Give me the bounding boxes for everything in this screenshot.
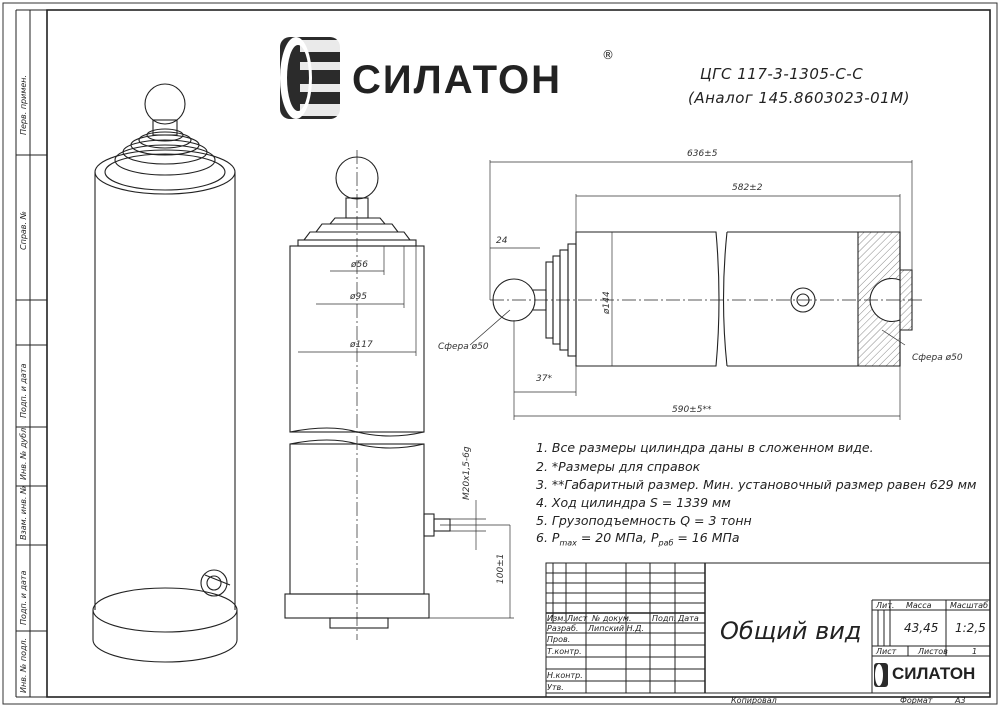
dim-diameter-117: ø117 xyxy=(350,340,373,350)
note-1: 1. Все размеры цилиндра даны в сложенном… xyxy=(536,440,874,455)
note-5: 5. Грузоподъемность Q = 3 тонн xyxy=(536,513,752,528)
tb-tkontr: Т.контр. xyxy=(547,647,582,656)
tb-nkontr: Н.контр. xyxy=(547,671,583,680)
tb-drawing-name: Общий вид xyxy=(720,617,862,645)
dim-diameter-56: ø56 xyxy=(351,260,368,270)
tb-utv: Утв. xyxy=(547,683,564,692)
note-6: 6. Pmax = 20 МПа, Pраб = 16 МПа xyxy=(536,530,740,548)
brand-logo-mark xyxy=(280,37,340,119)
dim-sphere-left: Сфера ø50 xyxy=(438,342,489,352)
side-label-perv-primen: Перв. примен. xyxy=(19,74,28,135)
tb-format: Формат xyxy=(900,696,933,705)
note-3: 3. **Габаритный размер. Мин. установочны… xyxy=(536,477,977,492)
drawing-code: ЦГС 117-3-1305-С-С xyxy=(700,65,864,83)
tb-col-list: Лист xyxy=(567,614,588,623)
note-6-c: = 16 МПа xyxy=(673,530,740,545)
tb-scale: Масштаб xyxy=(950,601,989,610)
side-label-inv-podl: Инв. № подл. xyxy=(19,637,28,693)
tb-mass-value: 43,45 xyxy=(904,621,939,635)
tb-col-sign: Подп. xyxy=(652,614,677,623)
dim-height-100: 100±1 xyxy=(496,553,506,584)
tb-razrab-name: Липский Н.Д. xyxy=(588,624,644,633)
tb-copied: Копировал xyxy=(731,696,777,705)
dim-body-length: 582±2 xyxy=(732,183,763,193)
note-6-sub-max: max xyxy=(559,538,577,548)
tb-format-value: А3 xyxy=(955,696,966,705)
tb-lit: Лит. xyxy=(876,601,895,610)
cylinder-horizontal-view xyxy=(490,231,925,367)
tb-col-doc: № докум. xyxy=(592,614,632,623)
dim-ref-37: 37* xyxy=(536,374,552,384)
tb-prov: Пров. xyxy=(547,635,571,644)
cylinder-front-view xyxy=(284,150,451,640)
dim-ball-offset: 24 xyxy=(496,236,508,246)
dim-overall-length: 636±5 xyxy=(687,149,718,159)
note-2: 2. *Размеры для справок xyxy=(536,459,701,474)
side-label-sprav: Справ. № xyxy=(19,211,28,250)
note-6-a: 6. P xyxy=(536,530,560,545)
dim-sphere-right: Сфера ø50 xyxy=(912,353,963,363)
dim-diameter-144: ø144 xyxy=(602,291,612,314)
tb-sheets: Листов xyxy=(918,647,948,656)
brand-registered-mark: ® xyxy=(602,48,614,62)
note-4: 4. Ход цилиндра S = 1339 мм xyxy=(536,495,731,510)
inner-frame xyxy=(46,9,991,698)
tb-razrab: Разраб. xyxy=(547,624,579,633)
title-block-logo-mark xyxy=(874,663,888,687)
brand-name: СИЛАТОН xyxy=(352,58,563,102)
tb-mass: Масса xyxy=(906,601,932,610)
tb-col-date: Дата xyxy=(678,614,699,623)
note-6-sub-rab: раб xyxy=(658,538,674,548)
dim-length-590: 590±5** xyxy=(672,405,712,415)
cylinder-perspective-view xyxy=(92,83,238,663)
dim-thread: M20x1,5-6g xyxy=(462,446,472,500)
note-6-b: = 20 МПа, P xyxy=(576,530,659,545)
tb-col-izm: Изм. xyxy=(547,614,566,623)
dim-diameter-95: ø95 xyxy=(350,292,367,302)
tb-sheets-value: 1 xyxy=(972,647,978,656)
tb-scale-value: 1:2,5 xyxy=(955,621,986,635)
drawing-analog: (Аналог 145.8603023-01М) xyxy=(688,89,911,107)
title-block xyxy=(545,562,991,698)
tb-brand: СИЛАТОН xyxy=(892,664,976,683)
tb-sheet: Лист xyxy=(876,647,897,656)
